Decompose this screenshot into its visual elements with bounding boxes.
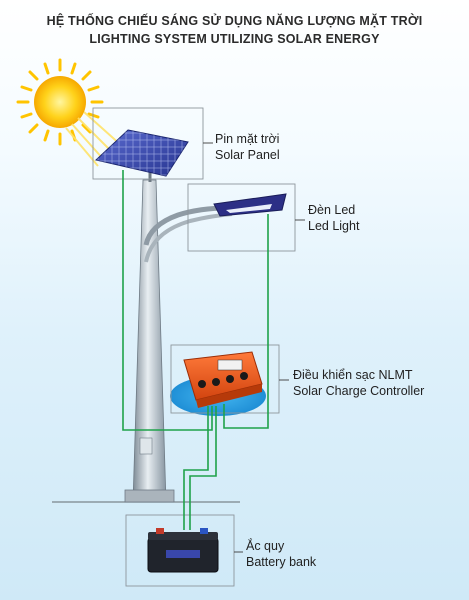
charge-controller-label-vi: Điều khiển sạc NLMT: [293, 368, 413, 382]
sun-rays: [65, 111, 123, 167]
solar-panel-label-en: Solar Panel: [215, 148, 280, 162]
led-light-label-vi: Đèn Led: [308, 203, 356, 217]
charge-controller-label: Điều khiển sạc NLMT Solar Charge Control…: [293, 367, 424, 399]
frame-charge-controller: [170, 344, 280, 414]
diagram-title-en: LIGHTING SYSTEM UTILIZING SOLAR ENERGY: [89, 32, 380, 46]
solar-panel-label-vi: Pin mặt trời: [215, 132, 280, 146]
frame-led-light: [187, 183, 296, 252]
frame-solar-panel: [92, 107, 204, 180]
battery-icon: [147, 528, 219, 573]
solar-panel-icon: [94, 129, 189, 182]
lamp-pole: [124, 179, 233, 503]
battery-label: Ắc quy Battery bank: [246, 538, 316, 570]
battery-label-vi: Ắc quy: [246, 539, 285, 553]
component-frames: [92, 107, 296, 587]
frame-battery: [125, 514, 235, 587]
led-light-label-en: Led Light: [308, 219, 360, 233]
battery-label-en: Battery bank: [246, 555, 317, 569]
callout-lines: [203, 142, 305, 553]
solar-panel-label: Pin mặt trời Solar Panel: [215, 131, 280, 163]
led-lamp-icon: [213, 193, 287, 217]
sun-icon: [16, 58, 104, 146]
charge-controller-icon: [170, 351, 266, 416]
charge-controller-label-en: Solar Charge Controller: [293, 384, 425, 398]
led-light-label: Đèn Led Led Light: [308, 202, 359, 234]
wiring: [122, 170, 269, 530]
diagram-title-vi: HỆ THỐNG CHIẾU SÁNG SỬ DỤNG NĂNG LƯỢNG M…: [46, 14, 423, 28]
